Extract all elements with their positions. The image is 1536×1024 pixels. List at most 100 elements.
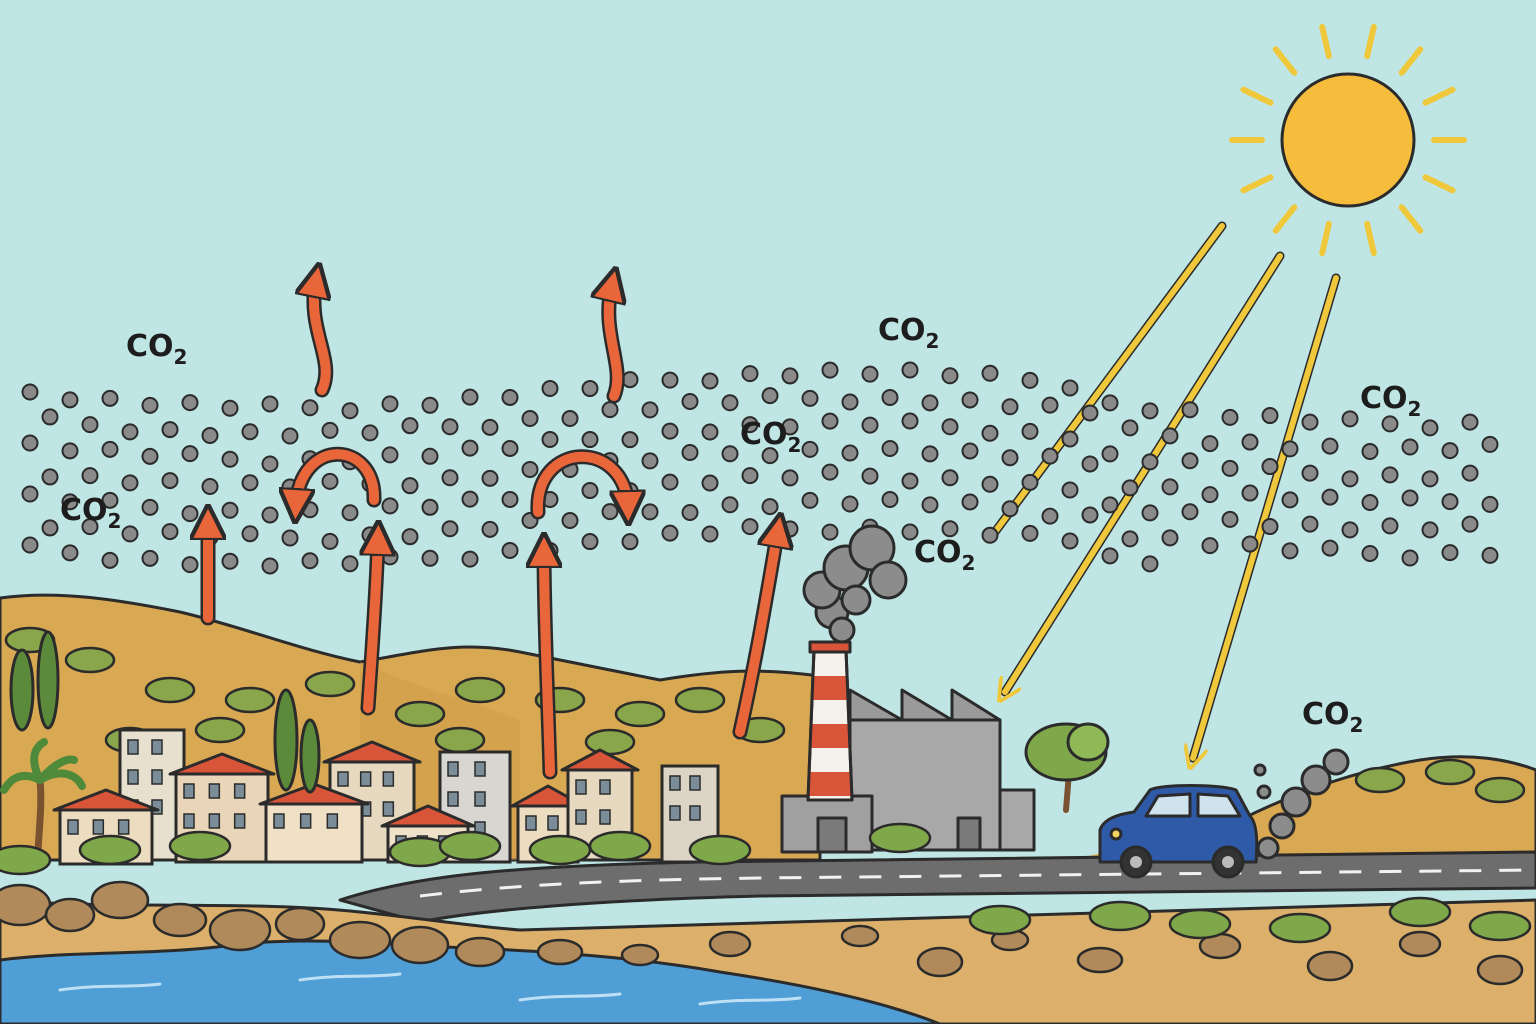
co2-particle bbox=[1083, 507, 1098, 522]
co2-particle bbox=[623, 372, 638, 387]
co2-particle bbox=[1083, 405, 1098, 420]
co2-particle bbox=[43, 520, 58, 535]
co2-particle bbox=[823, 465, 838, 480]
co2-particle bbox=[1283, 492, 1298, 507]
co2-particle bbox=[843, 395, 858, 410]
co2-particle bbox=[543, 381, 558, 396]
co2-particle bbox=[143, 449, 158, 464]
co2-particle bbox=[1143, 454, 1158, 469]
co2-particle bbox=[423, 551, 438, 566]
co2-particle bbox=[263, 558, 278, 573]
co2-particle bbox=[63, 545, 78, 560]
co2-particle bbox=[563, 411, 578, 426]
co2-particle bbox=[1123, 531, 1138, 546]
co2-particle bbox=[383, 498, 398, 513]
co2-particle bbox=[523, 462, 538, 477]
co2-particle bbox=[383, 396, 398, 411]
co2-particle bbox=[103, 553, 118, 568]
co2-particle bbox=[483, 471, 498, 486]
co2-particle bbox=[1143, 556, 1158, 571]
co2-particle bbox=[183, 446, 198, 461]
co2-particle bbox=[343, 556, 358, 571]
co2-particle bbox=[1123, 480, 1138, 495]
co2-particle bbox=[103, 442, 118, 457]
co2-particle bbox=[143, 551, 158, 566]
co2-particle bbox=[1063, 381, 1078, 396]
co2-particle bbox=[1063, 534, 1078, 549]
co2-particle bbox=[823, 414, 838, 429]
co2-particle bbox=[443, 470, 458, 485]
co2-particle bbox=[883, 492, 898, 507]
co2-particle bbox=[1463, 466, 1478, 481]
co2-particle bbox=[1243, 486, 1258, 501]
co2-particle bbox=[863, 418, 878, 433]
co2-particle bbox=[503, 390, 518, 405]
co2-particle bbox=[323, 534, 338, 549]
factory-chimney bbox=[808, 642, 852, 800]
co2-particle bbox=[1023, 373, 1038, 388]
co2-particle bbox=[243, 526, 258, 541]
co2-particle bbox=[223, 401, 238, 416]
co2-particle bbox=[1283, 441, 1298, 456]
co2-particle bbox=[1263, 519, 1278, 534]
co2-particle bbox=[463, 441, 478, 456]
co2-particle bbox=[663, 424, 678, 439]
co2-particle bbox=[243, 475, 258, 490]
co2-particle bbox=[1343, 522, 1358, 537]
co2-particle bbox=[743, 468, 758, 483]
co2-particle bbox=[1443, 494, 1458, 509]
co2-particle bbox=[403, 529, 418, 544]
co2-particle bbox=[1103, 395, 1118, 410]
co2-particle bbox=[1223, 512, 1238, 527]
co2-particle bbox=[723, 497, 738, 512]
co2-particle bbox=[1203, 436, 1218, 451]
co2-particle bbox=[1403, 490, 1418, 505]
co2-particle bbox=[423, 500, 438, 515]
co2-particle bbox=[583, 432, 598, 447]
co2-particle bbox=[1183, 504, 1198, 519]
co2-particle bbox=[1023, 526, 1038, 541]
co2-particle bbox=[543, 432, 558, 447]
co2-particle bbox=[283, 530, 298, 545]
co2-particle bbox=[1183, 453, 1198, 468]
co2-particle bbox=[943, 419, 958, 434]
co2-particle bbox=[503, 543, 518, 558]
co2-particle bbox=[1423, 471, 1438, 486]
co2-particle bbox=[1463, 517, 1478, 532]
co2-particle bbox=[1423, 522, 1438, 537]
co2-particle bbox=[983, 528, 998, 543]
co2-particle bbox=[1483, 437, 1498, 452]
co2-particle bbox=[23, 435, 38, 450]
co2-particle bbox=[1043, 398, 1058, 413]
co2-particle bbox=[563, 513, 578, 528]
co2-particle bbox=[1403, 439, 1418, 454]
co2-particle bbox=[263, 507, 278, 522]
co2-particle bbox=[1103, 497, 1118, 512]
co2-particle bbox=[623, 432, 638, 447]
co2-particle bbox=[903, 414, 918, 429]
co2-particle bbox=[223, 452, 238, 467]
co2-particle bbox=[163, 524, 178, 539]
co2-particle bbox=[43, 469, 58, 484]
co2-particle bbox=[423, 398, 438, 413]
co2-particle bbox=[43, 409, 58, 424]
co2-particle bbox=[1043, 449, 1058, 464]
co2-particle bbox=[703, 425, 718, 440]
co2-particle bbox=[1463, 415, 1478, 430]
co2-particle bbox=[843, 446, 858, 461]
co2-particle bbox=[703, 374, 718, 389]
co2-particle bbox=[1203, 538, 1218, 553]
co2-particle bbox=[963, 392, 978, 407]
co2-particle bbox=[423, 449, 438, 464]
co2-particle bbox=[1083, 456, 1098, 471]
co2-particle bbox=[783, 368, 798, 383]
co2-particle bbox=[643, 504, 658, 519]
co2-particle bbox=[223, 554, 238, 569]
co2-particle bbox=[1023, 424, 1038, 439]
co2-particle bbox=[1363, 546, 1378, 561]
co2-particle bbox=[1263, 408, 1278, 423]
co2-particle bbox=[803, 391, 818, 406]
co2-particle bbox=[463, 492, 478, 507]
co2-particle bbox=[243, 424, 258, 439]
